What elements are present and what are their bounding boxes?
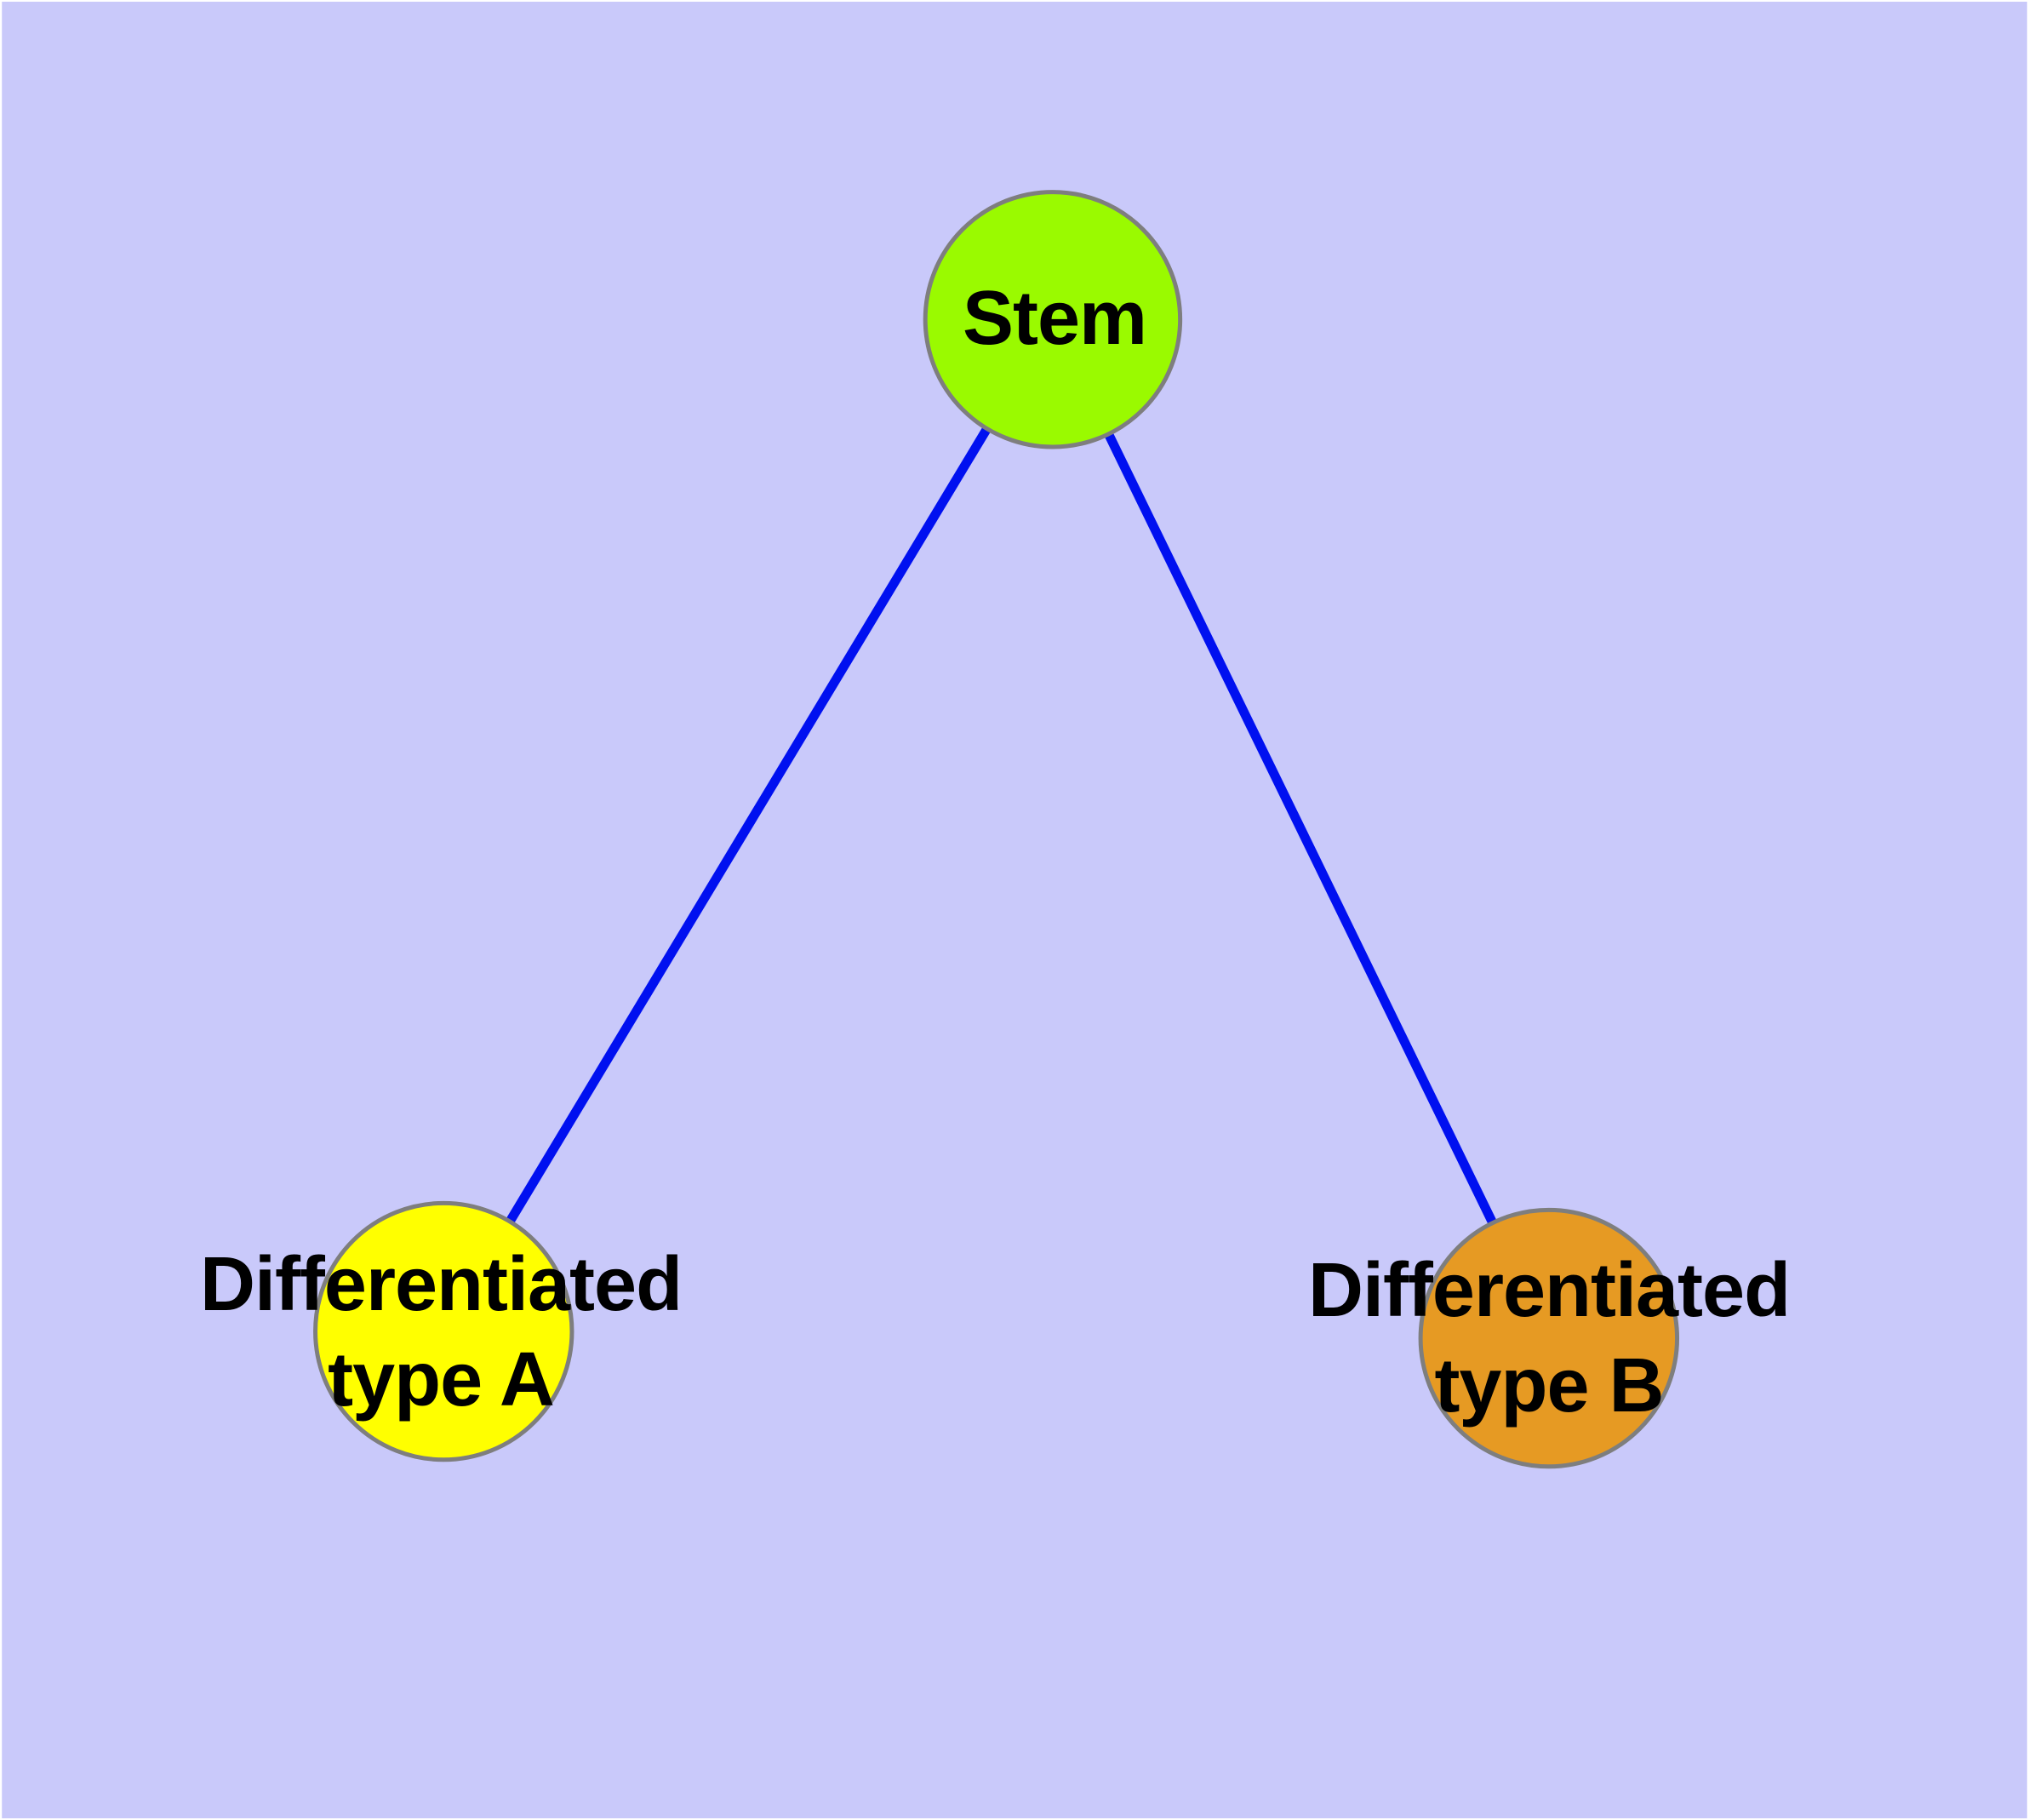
node-stem-label: Stem [962,276,1147,361]
node-differentiated-type-a-label-line1: Differentiated [199,1242,683,1327]
node-differentiated-type-b-circle [1418,1207,1680,1469]
node-differentiated-type-a-label: Differentiated type A [199,1237,683,1428]
node-differentiated-type-b-label-line2: type B [1434,1343,1664,1428]
node-differentiated-type-b-label-line1: Differentiated [1307,1248,1791,1333]
edge-stem-to-type-a [439,317,1057,1334]
node-differentiated-type-b-label: Differentiated type B [1307,1243,1791,1434]
edge-stem-to-type-b [1048,317,1553,1341]
node-differentiated-type-a-label-line2: type A [328,1337,555,1422]
node-differentiated-type-a-circle [313,1200,574,1462]
node-stem-circle [923,190,1183,449]
